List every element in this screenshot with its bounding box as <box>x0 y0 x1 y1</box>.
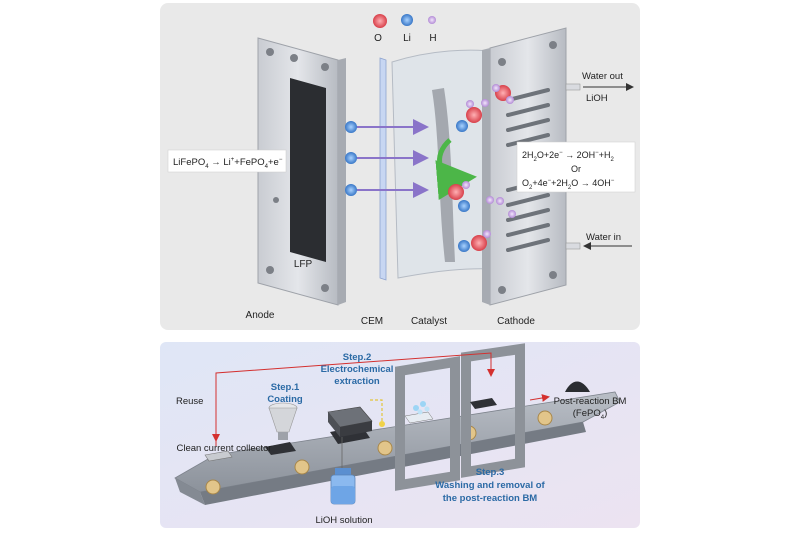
catalyst-label: Catalyst <box>411 316 447 327</box>
lfp-electrode <box>290 78 326 262</box>
step3-title: Step.3 <box>476 467 505 478</box>
li-ion <box>345 152 357 164</box>
post-reaction-powder <box>565 381 590 392</box>
reaction-cycle-arrow <box>435 138 477 200</box>
cathode-label: Cathode <box>497 316 535 327</box>
molecules <box>448 84 516 252</box>
legend: O Li H <box>373 14 437 44</box>
lioh-label: LiOH <box>586 93 608 104</box>
output-arrow <box>529 394 550 402</box>
legend-o-swatch <box>373 14 387 28</box>
washing-spray <box>413 401 430 415</box>
cathode-reaction-box: 2H2O+2e− → 2OH−+H2 Or O2+4e−+2H2O → 4OH− <box>516 141 636 193</box>
cathode-reaction-1: 2H2O+2e− → 2OH−+H2 <box>522 150 614 163</box>
li-ion <box>345 121 357 133</box>
legend-h-swatch <box>428 16 436 24</box>
step2-name-1: Electrochemical <box>321 364 394 375</box>
anode-label: Anode <box>246 310 275 321</box>
washing-frames <box>395 343 525 491</box>
lfp-label: LFP <box>294 259 313 270</box>
li-ion <box>345 184 357 196</box>
water-out-port <box>565 83 581 91</box>
lioh-bottle <box>330 437 356 505</box>
legend-h-label: H <box>429 33 436 44</box>
legend-o-label: O <box>374 33 382 44</box>
step2-title: Step.2 <box>343 352 372 363</box>
anode-plate <box>257 37 346 306</box>
lioh-solution-label: LiOH solution <box>315 515 372 526</box>
step3-name-1: Washing and removal of <box>435 480 545 491</box>
or-label: Or <box>571 164 581 174</box>
electrode-contact <box>379 421 385 427</box>
cathode-reaction-2: O2+4e−+2H2O → 4OH− <box>522 178 615 191</box>
water-in-port <box>565 242 581 250</box>
post-reaction-formula: (FePO4) <box>573 408 608 421</box>
cathode-flow-channels <box>506 88 550 252</box>
clean-collector-label: Clean current collector <box>176 443 271 454</box>
anode-reaction-box: LiFePO4 → Li++FePO4+e− <box>167 149 287 173</box>
anode-reaction: LiFePO4 → Li++FePO4+e− <box>173 157 283 170</box>
li-transport-arrows <box>345 119 429 198</box>
post-reaction-label: Post-reaction BM <box>554 396 627 407</box>
step1-name: Coating <box>267 394 303 405</box>
reuse-label: Reuse <box>176 396 203 407</box>
cem-label: CEM <box>361 316 383 327</box>
step3-name-2: the post-reaction BM <box>443 493 538 504</box>
electrochemical-cell <box>327 399 385 437</box>
legend-li-label: Li <box>403 33 411 44</box>
step2-name-2: extraction <box>334 376 380 387</box>
step1-title: Step.1 <box>271 382 300 393</box>
water-in-label: Water in <box>586 232 621 243</box>
cem-membrane <box>379 57 387 281</box>
legend-li-swatch <box>401 14 413 26</box>
coating-hopper <box>268 402 298 440</box>
water-out-label: Water out <box>582 71 623 82</box>
